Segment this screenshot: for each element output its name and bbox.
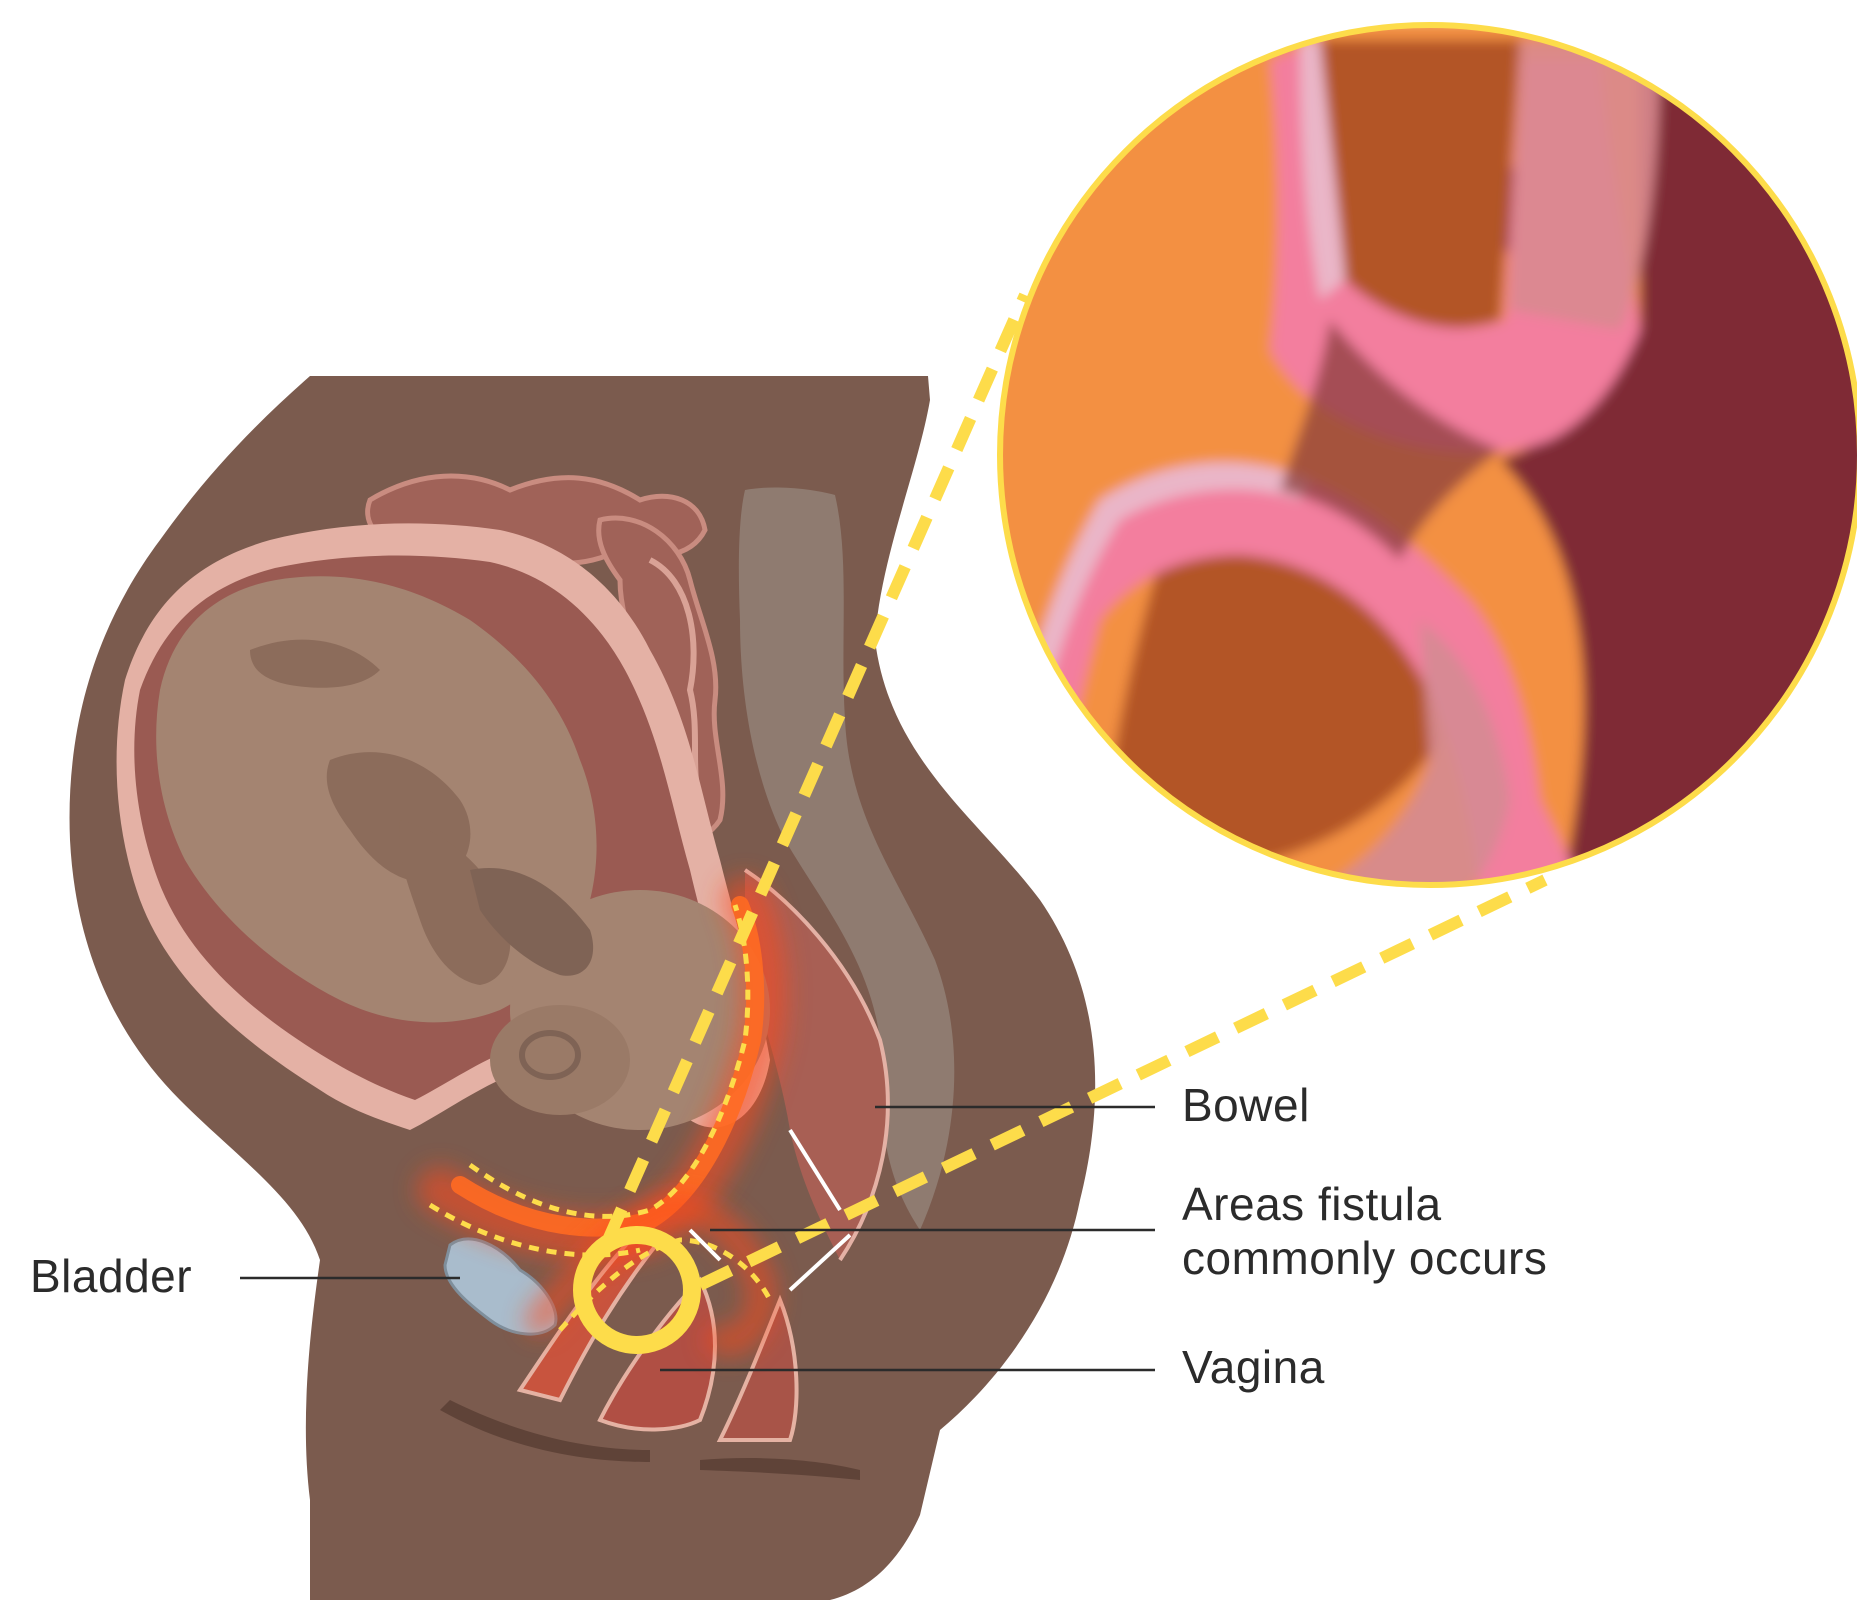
label-fistula-areas: Areas fistula commonly occurs	[1182, 1177, 1547, 1285]
zoom-magnifier	[990, 20, 1857, 900]
label-bladder: Bladder	[30, 1249, 192, 1303]
label-fistula-line2: commonly occurs	[1182, 1231, 1547, 1285]
label-vagina: Vagina	[1182, 1340, 1325, 1394]
label-bowel: Bowel	[1182, 1078, 1310, 1132]
label-fistula-line1: Areas fistula	[1182, 1177, 1547, 1231]
